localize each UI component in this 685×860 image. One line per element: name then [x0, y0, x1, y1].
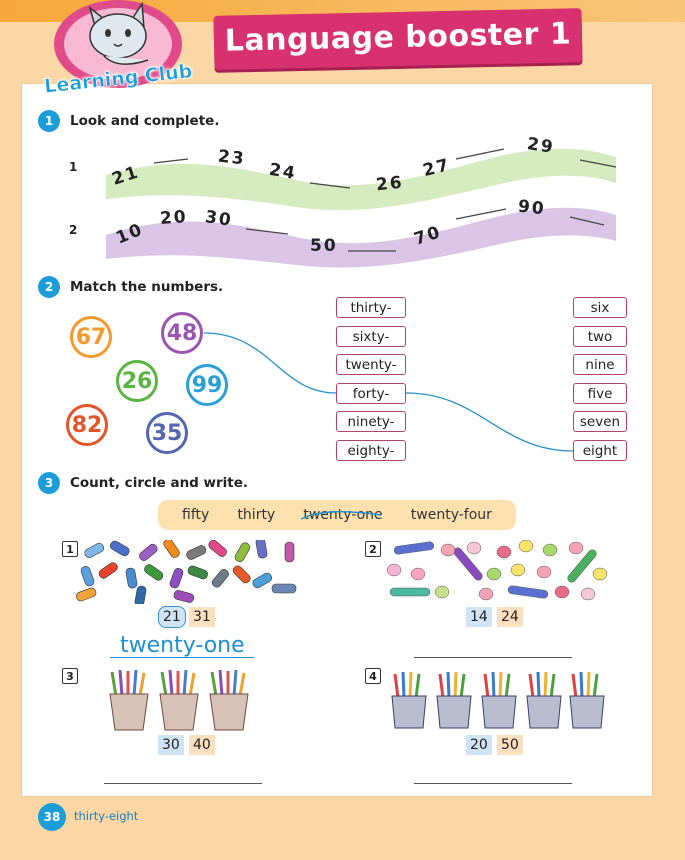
word-bank-item-crossed: twenty-one [301, 507, 383, 523]
pencil-pots-illustration [391, 671, 605, 729]
pencil-pot [436, 671, 472, 729]
page-number-badge: 38 [38, 803, 66, 831]
tens-word-box[interactable]: twenty- [336, 354, 406, 375]
row-2-label: 2 [69, 223, 78, 237]
option[interactable]: 50 [497, 735, 523, 755]
number-bubble[interactable]: 48 [161, 312, 203, 354]
option[interactable]: 40 [189, 735, 215, 755]
word-bank-item: fifty [182, 507, 210, 523]
item-1-label: 1 [62, 541, 78, 557]
page-number-word: thirty-eight [74, 809, 139, 823]
item-3-label: 3 [62, 668, 78, 684]
section-1-title: Look and complete. [70, 113, 220, 129]
tens-word-box[interactable]: sixty- [336, 326, 406, 347]
markers-illustration [76, 540, 297, 604]
pen-pot [109, 669, 149, 731]
number-bubble[interactable]: 82 [66, 404, 108, 446]
pencil-pot [569, 671, 605, 729]
learning-club-logo: Learning Club [38, 0, 198, 100]
word-bank: fifty thirty twenty-one twenty-four [158, 500, 516, 530]
word-bank-item: thirty [237, 507, 276, 523]
tens-word-box[interactable]: forty- [336, 383, 406, 404]
tens-word-box[interactable]: ninety- [336, 411, 406, 432]
pen-pots-illustration [109, 669, 249, 731]
cat-mascot-icon [54, 0, 182, 88]
units-word-box[interactable]: eight [573, 440, 627, 461]
answer-line[interactable] [110, 657, 254, 658]
match-line [203, 332, 337, 394]
pencil-pot [391, 671, 427, 729]
candies-illustration [386, 540, 608, 601]
number-bubble[interactable]: 26 [116, 360, 158, 402]
section-1-heading: 1 Look and complete. [38, 110, 219, 132]
item-2-label: 2 [365, 541, 381, 557]
option[interactable]: 30 [158, 735, 184, 755]
section-2-number: 2 [38, 276, 60, 298]
number-waves [106, 148, 617, 268]
pen-pot [209, 669, 249, 731]
units-word-box[interactable]: two [573, 326, 627, 347]
tens-word-box[interactable]: thirty- [336, 297, 406, 318]
number-bubble[interactable]: 67 [70, 316, 112, 358]
section-3-heading: 3 Count, circle and write. [38, 472, 248, 494]
wave-green [106, 148, 616, 211]
section-2-heading: 2 Match the numbers. [38, 276, 223, 298]
answer-text: twenty-one [120, 633, 245, 658]
units-word-box[interactable]: five [573, 383, 627, 404]
option-circled[interactable]: 21 [158, 606, 186, 628]
pencil-pot [526, 671, 562, 729]
units-word-box[interactable]: six [573, 297, 627, 318]
item-4-label: 4 [365, 668, 381, 684]
answer-line[interactable] [414, 657, 572, 658]
word-bank-item: twenty-four [410, 507, 492, 523]
answer-line[interactable] [414, 783, 572, 784]
wave-purple [106, 207, 616, 268]
row-1-label: 1 [69, 160, 78, 174]
answer-line[interactable] [104, 783, 262, 784]
strike-line [301, 511, 382, 520]
section-1-number: 1 [38, 110, 60, 132]
number-bubble[interactable]: 99 [186, 364, 228, 406]
pen-pot [159, 669, 199, 731]
option[interactable]: 31 [189, 607, 215, 627]
section-3-title: Count, circle and write. [70, 475, 249, 491]
wave-number: 50 [310, 236, 338, 256]
units-word-box[interactable]: nine [573, 354, 627, 375]
option[interactable]: 20 [466, 735, 492, 755]
section-2-title: Match the numbers. [70, 279, 224, 295]
number-bubble[interactable]: 35 [146, 412, 188, 454]
match-line [405, 392, 574, 452]
pencil-pot [481, 671, 517, 729]
units-word-box[interactable]: seven [573, 411, 627, 432]
option[interactable]: 24 [497, 607, 523, 627]
option[interactable]: 14 [466, 607, 492, 627]
tens-word-box[interactable]: eighty- [336, 440, 406, 461]
section-3-number: 3 [38, 472, 60, 494]
